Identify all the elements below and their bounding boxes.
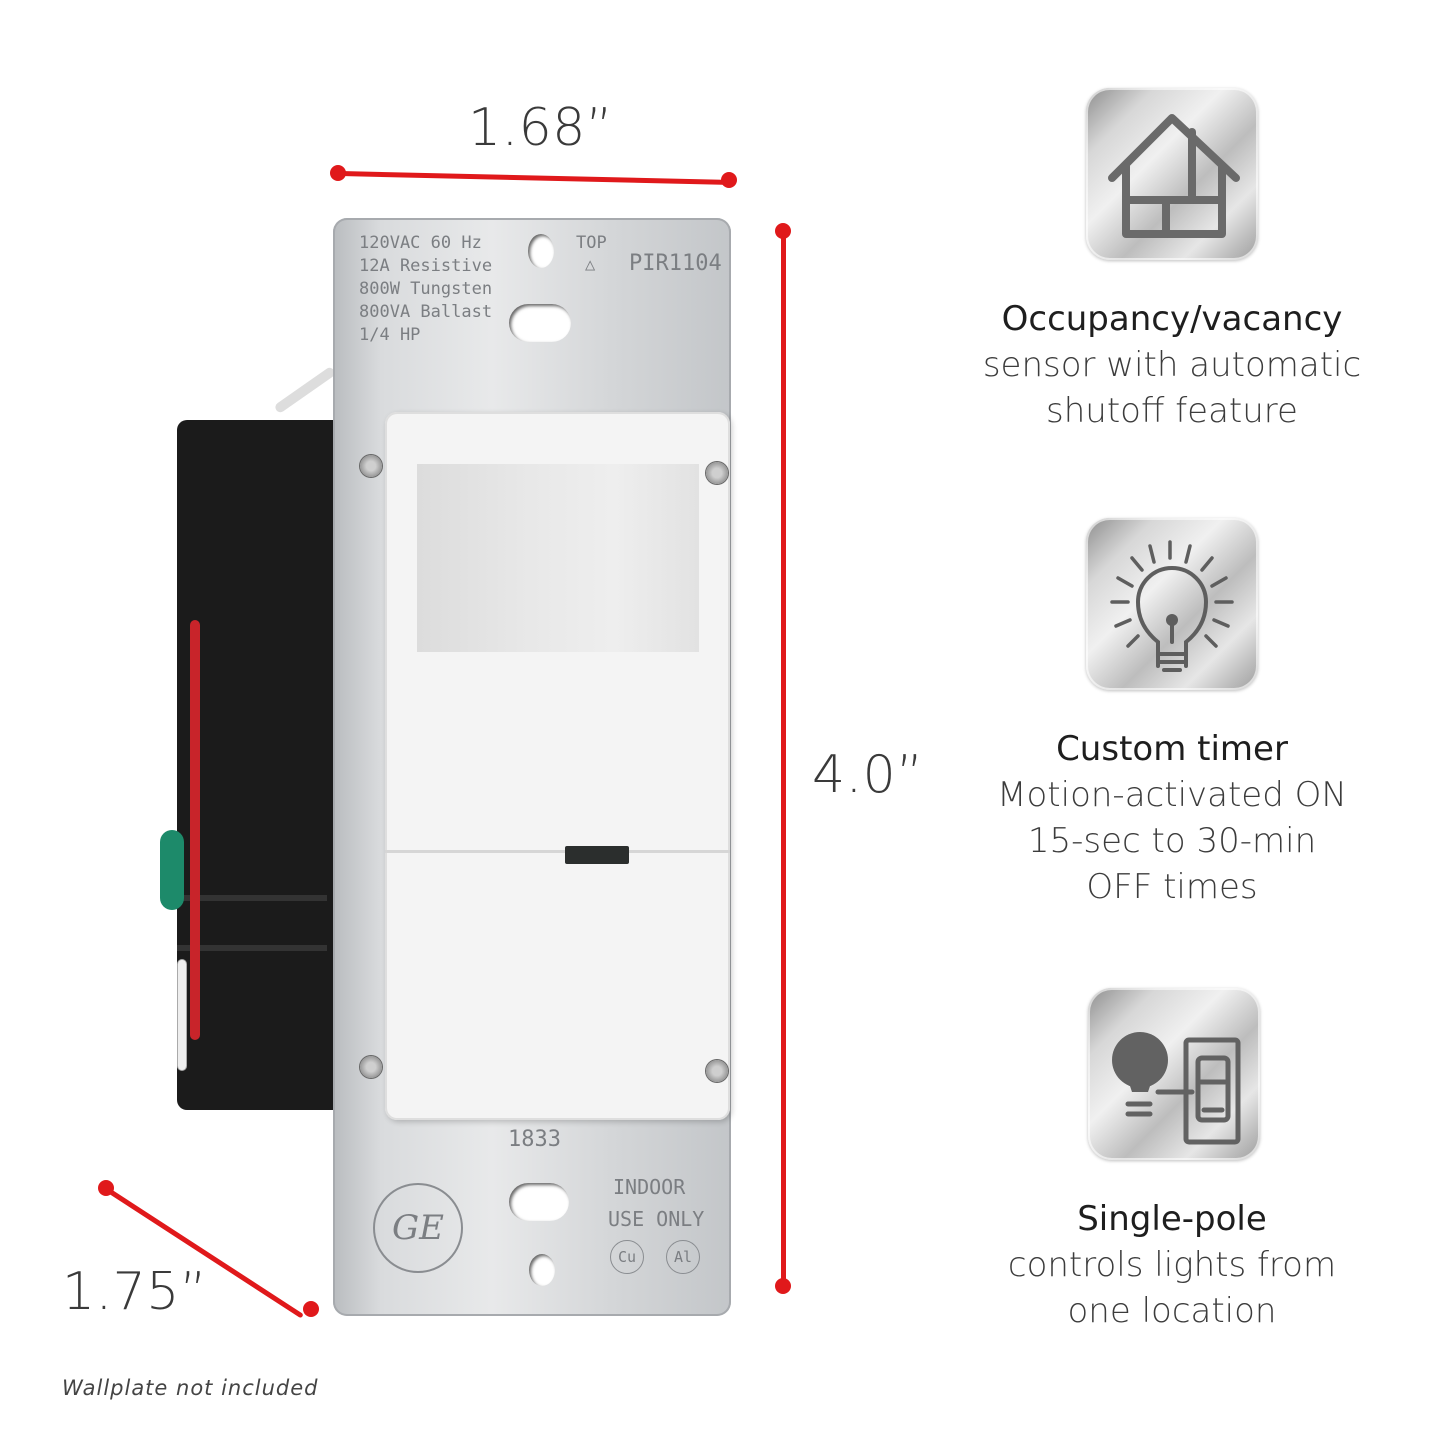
model-number: PIR1104 (629, 251, 722, 276)
feature-desc-single-pole: controls lights from one location (1007, 1245, 1337, 1331)
cu-mark: Cu (610, 1240, 644, 1274)
bulb-switch-icon (1088, 988, 1260, 1160)
feature-title-occupancy: Occupancy/vacancy (1001, 299, 1343, 339)
al-mark: Al (666, 1240, 700, 1274)
motion-sensor-lens (417, 464, 699, 652)
height-dimension-label: 4.0” (812, 745, 924, 805)
indoor-label: INDOOR (613, 1175, 686, 1199)
indicator-led (565, 846, 629, 864)
mounting-slot (509, 1183, 569, 1221)
mounting-slot (509, 304, 571, 342)
house-icon (1086, 88, 1258, 260)
feature-title-timer: Custom timer (1056, 729, 1288, 769)
screw (706, 1060, 728, 1082)
screw (706, 462, 728, 484)
ge-logo: GE (373, 1183, 463, 1273)
screw-hole (529, 1254, 555, 1286)
screw-hole (528, 234, 554, 268)
feature-desc-occupancy: sensor with automatic shutoff feature (982, 345, 1362, 431)
width-dimension-label: 1.68” (468, 98, 614, 158)
date-code: 1833 (508, 1127, 561, 1152)
wallplate-note: Wallplate not included (62, 1376, 319, 1400)
feature-desc-timer: Motion-activated ON 15-sec to 30-min OFF… (997, 775, 1347, 907)
plate-specs: 120VAC 60 Hz 12A Resistive 800W Tungsten… (359, 233, 493, 345)
feature-title-single-pole: Single-pole (1077, 1199, 1267, 1239)
use-only-label: USE ONLY (608, 1207, 705, 1231)
switch-housing (177, 420, 347, 1110)
top-arrow-icon: △ (585, 255, 596, 275)
screw (360, 455, 382, 477)
screw (360, 1056, 382, 1078)
lightbulb-icon (1086, 518, 1258, 690)
sensor-face (385, 412, 730, 1120)
depth-dimension-label: 1.75” (62, 1262, 208, 1322)
top-label: TOP (576, 233, 607, 253)
